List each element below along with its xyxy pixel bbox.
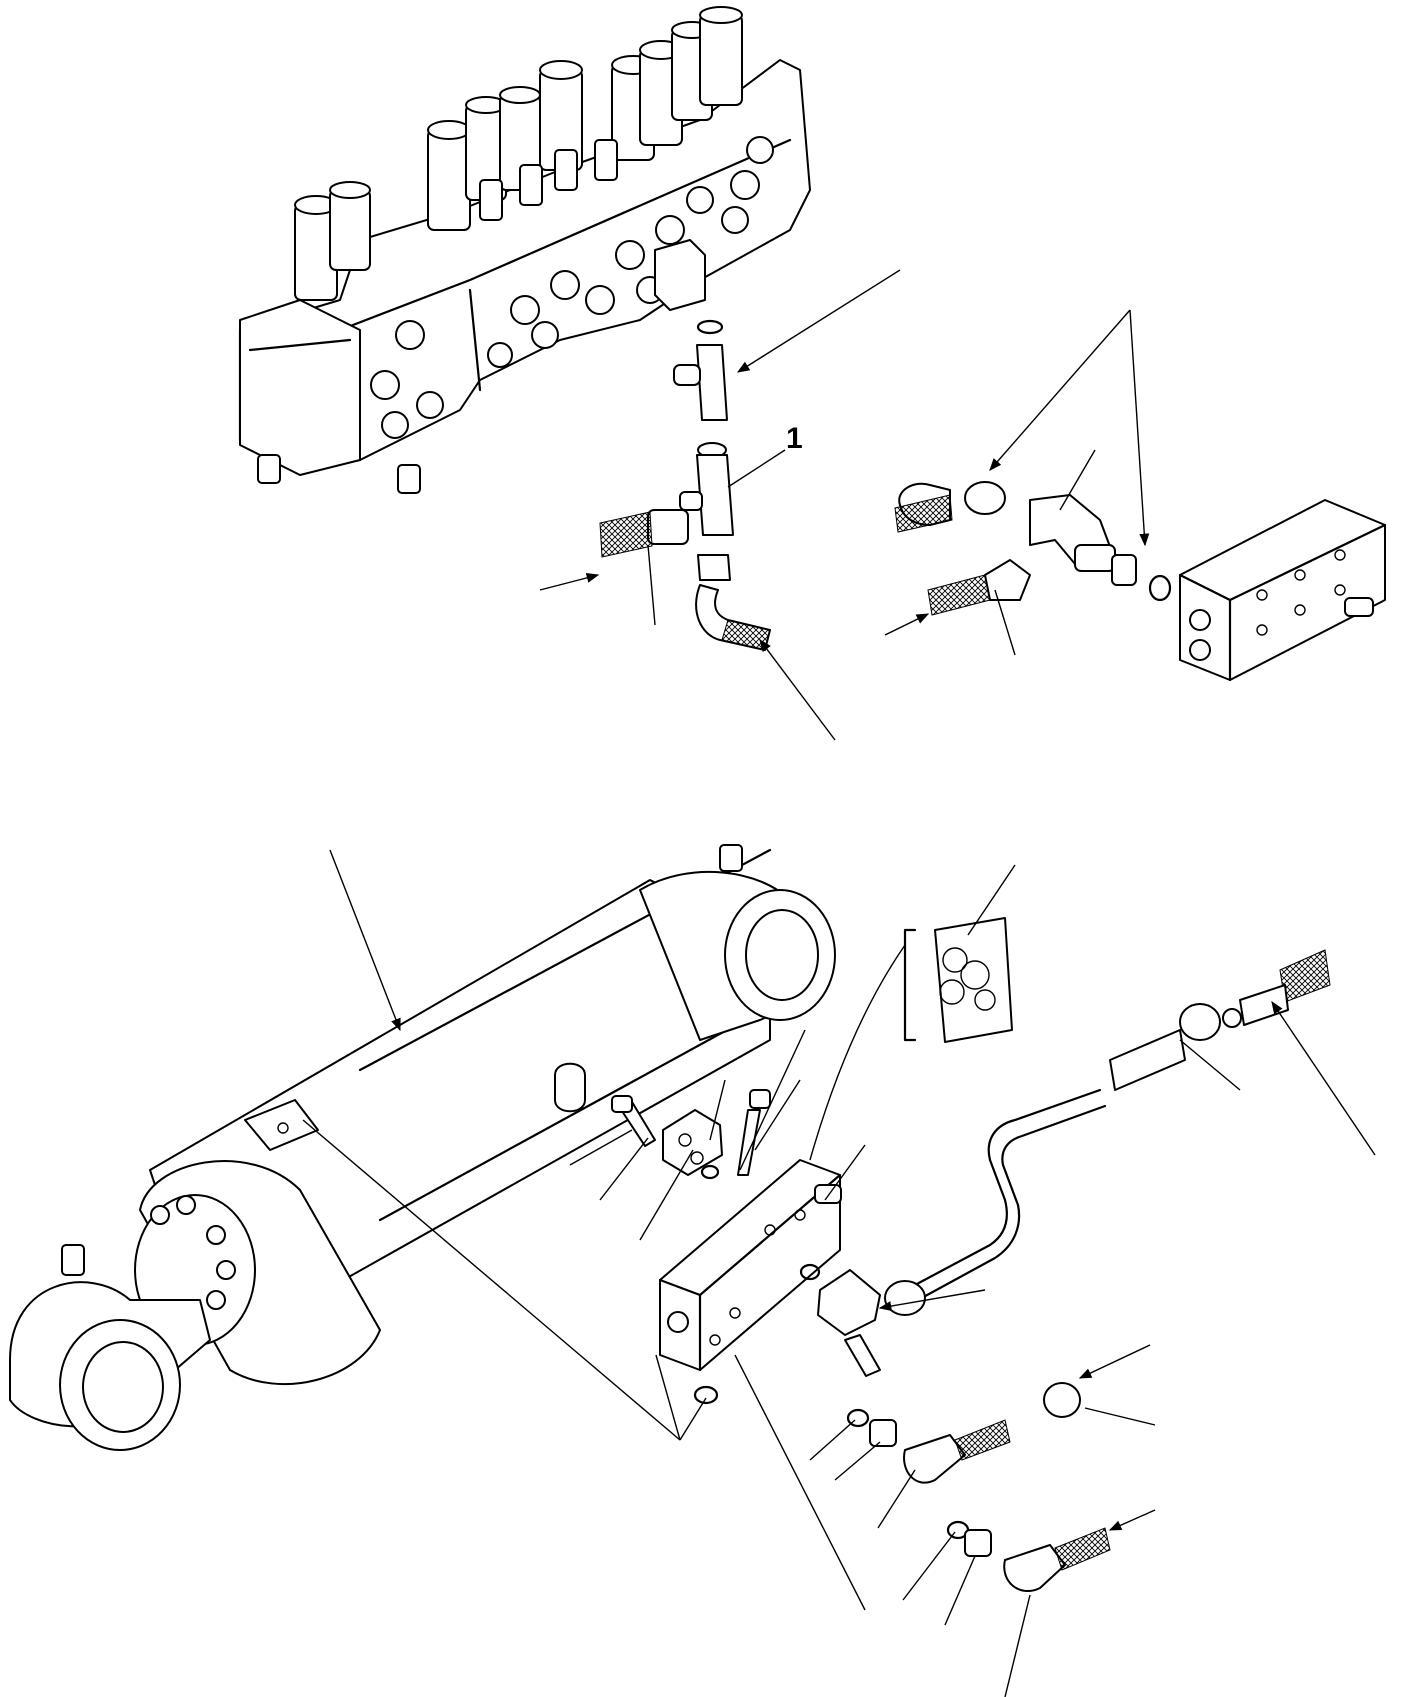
valve-ports [370, 136, 774, 439]
safety-valve-block [611, 1089, 881, 1377]
lower-fittings [693, 1382, 1111, 1593]
right-tee-and-manifold [894, 481, 1387, 682]
callout-number-1: 1 [786, 422, 803, 455]
leader-lines [302, 269, 1376, 1697]
hard-pipe-line [884, 949, 1331, 1316]
solenoid-stacks [294, 6, 743, 301]
hydraulic-cylinder [9, 844, 836, 1451]
upper-tee-fitting-stack [599, 319, 771, 651]
decal-sheet [809, 917, 1013, 1161]
control-valve-assembly [238, 6, 811, 494]
